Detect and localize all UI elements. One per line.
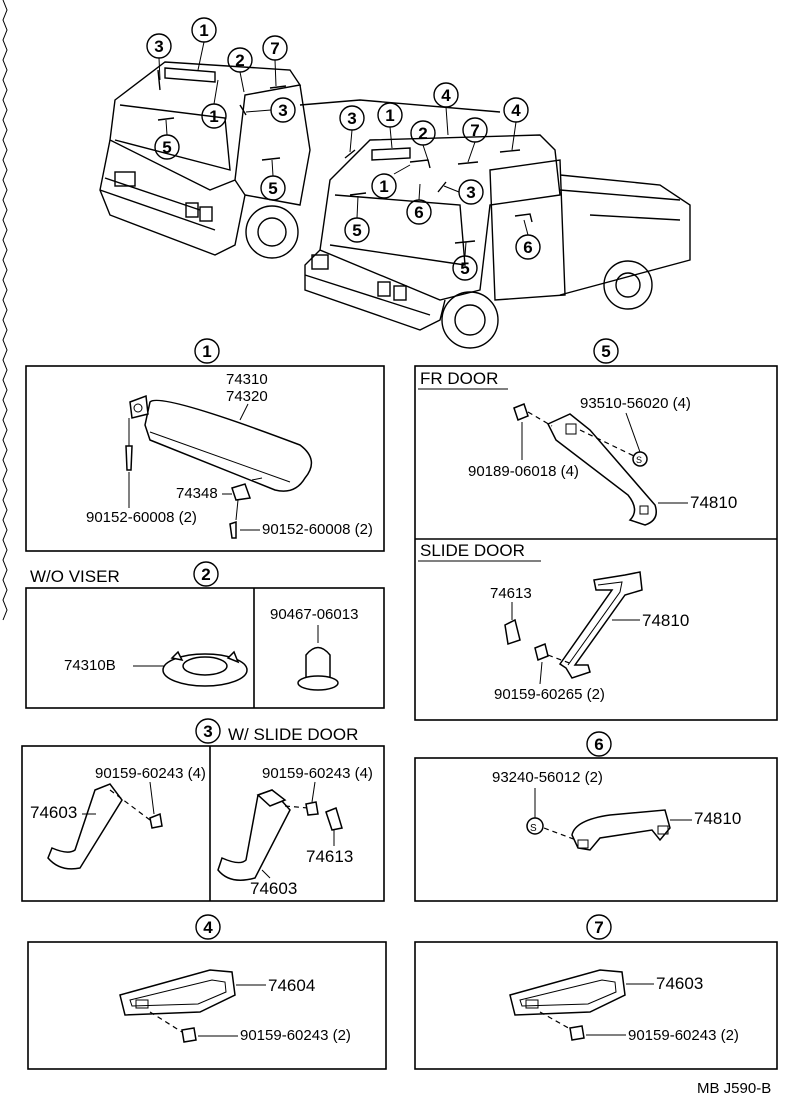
part-screw-right: 90159-60243 (4) bbox=[262, 765, 373, 782]
grip-drawing bbox=[571, 809, 671, 851]
section-number: 5 bbox=[601, 342, 610, 361]
truck-left-drawing bbox=[99, 61, 501, 259]
perforated-edge bbox=[2, 0, 8, 621]
section-4-box bbox=[27, 941, 387, 1070]
part-bolt-90152-right: 90152-60008 (2) bbox=[262, 521, 373, 538]
grip-drawing bbox=[558, 571, 643, 679]
section-5: 5 FR DOOR S 93510-56020 (4) 90189-06018 … bbox=[414, 338, 778, 721]
part-grip-74604: 74604 bbox=[268, 976, 315, 995]
part-90467-06013: 90467-06013 bbox=[270, 606, 358, 623]
drawing-code: MB J590-B bbox=[697, 1080, 771, 1097]
part-bolt-90152-left: 90152-60008 (2) bbox=[86, 509, 197, 526]
part-74320: 74320 bbox=[226, 388, 268, 405]
callout-5: 5 bbox=[268, 179, 277, 198]
part-cap-93240: 93240-56012 (2) bbox=[492, 769, 603, 786]
section-header: W/O VISER bbox=[30, 567, 120, 586]
section-number: 4 bbox=[203, 918, 213, 937]
part-clip-right: 74613 bbox=[306, 847, 353, 866]
callout-7: 7 bbox=[270, 39, 279, 58]
part-grip-74810-fr: 74810 bbox=[690, 493, 737, 512]
sun-visor-drawing bbox=[144, 399, 313, 492]
section-3: 3 W/ SLIDE DOOR 90159-60243 (4) 74603 90… bbox=[21, 718, 385, 902]
assist-grip-drawing bbox=[47, 783, 123, 870]
part-grip-74810: 74810 bbox=[694, 809, 741, 828]
part-74348: 74348 bbox=[176, 485, 218, 502]
part-clip-74613: 74613 bbox=[490, 585, 532, 602]
truck-right-drawing bbox=[304, 134, 691, 349]
section-6: 6 S 93240-56012 (2) 74810 bbox=[414, 731, 778, 902]
overview-callouts: 3 1 1 2 7 3 5 5 3 1 2 4 bbox=[146, 17, 541, 281]
grip-drawing bbox=[546, 413, 657, 526]
svg-text:S: S bbox=[530, 823, 537, 834]
section-1-box bbox=[25, 365, 385, 552]
part-screw-90189: 90189-06018 (4) bbox=[468, 463, 579, 480]
part-74310B: 74310B bbox=[64, 657, 116, 674]
callout-1: 1 bbox=[385, 106, 394, 125]
section-4: 4 74604 90159-60243 (2) bbox=[27, 914, 387, 1070]
part-grip-left: 74603 bbox=[30, 803, 77, 822]
callout-3: 3 bbox=[278, 101, 287, 120]
section-7-box bbox=[414, 941, 778, 1070]
section-number: 1 bbox=[202, 342, 211, 361]
slide-door-header: SLIDE DOOR bbox=[420, 541, 525, 560]
callout-4: 4 bbox=[441, 86, 451, 105]
part-grip-74810-slide: 74810 bbox=[642, 611, 689, 630]
callout-3: 3 bbox=[154, 37, 163, 56]
callout-4: 4 bbox=[511, 101, 521, 120]
callout-6: 6 bbox=[523, 238, 532, 257]
section-7: 7 74603 90159-60243 (2) bbox=[414, 914, 778, 1070]
section-3-box bbox=[21, 745, 385, 902]
section-number: 3 bbox=[203, 722, 212, 741]
callout-1: 1 bbox=[379, 177, 388, 196]
part-screw-90159: 90159-60243 (2) bbox=[628, 1027, 739, 1044]
section-6-box bbox=[414, 757, 778, 902]
callout-7: 7 bbox=[470, 121, 479, 140]
section-number: 6 bbox=[594, 735, 603, 754]
callout-2: 2 bbox=[235, 51, 244, 70]
callout-6: 6 bbox=[414, 203, 423, 222]
callout-2: 2 bbox=[418, 124, 427, 143]
part-screw-left: 90159-60243 (4) bbox=[95, 765, 206, 782]
section-number: 2 bbox=[201, 565, 210, 584]
assist-grip-drawing bbox=[217, 789, 291, 881]
callout-5: 5 bbox=[162, 138, 171, 157]
section-2-box bbox=[25, 587, 385, 709]
part-screw-90159-60265: 90159-60265 (2) bbox=[494, 686, 605, 703]
section-header: W/ SLIDE DOOR bbox=[228, 725, 358, 744]
part-grip-74603: 74603 bbox=[656, 974, 703, 993]
callout-5: 5 bbox=[352, 221, 361, 240]
svg-text:S: S bbox=[636, 455, 642, 465]
callout-3: 3 bbox=[466, 183, 475, 202]
section-2: W/O VISER 2 74310B 90467-06013 bbox=[25, 561, 385, 709]
part-cap-93510: 93510-56020 (4) bbox=[580, 395, 691, 412]
callout-5: 5 bbox=[460, 259, 469, 278]
section-5-box bbox=[414, 365, 778, 721]
callout-1: 1 bbox=[199, 21, 208, 40]
section-number: 7 bbox=[594, 918, 603, 937]
part-screw-90159: 90159-60243 (2) bbox=[240, 1027, 351, 1044]
fr-door-header: FR DOOR bbox=[420, 369, 498, 388]
part-74310: 74310 bbox=[226, 371, 268, 388]
section-1: 1 74310 74320 74348 90152-60008 (2) 9015… bbox=[25, 338, 385, 552]
callout-1: 1 bbox=[209, 107, 218, 126]
callout-3: 3 bbox=[347, 109, 356, 128]
part-grip-right: 74603 bbox=[250, 879, 297, 898]
